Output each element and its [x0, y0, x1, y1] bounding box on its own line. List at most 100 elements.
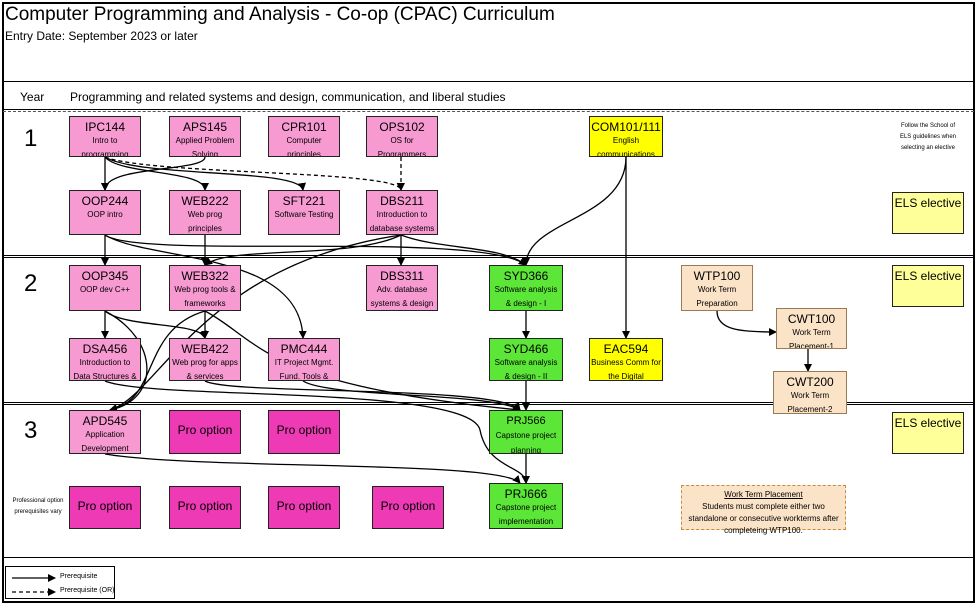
course-pmc444[interactable]: PMC444 IT Project Mgmt. Fund. Tools & Te… — [268, 338, 340, 381]
pro-option-y3-5[interactable]: Pro option — [268, 486, 340, 529]
course-code: WTP100 — [693, 269, 741, 283]
course-sft221[interactable]: SFT221 Software Testing — [268, 190, 340, 235]
ipc144-to-dbs211-or — [104, 156, 405, 191]
dsa456-to-prj666 — [104, 380, 530, 484]
web322-to-prj566 — [204, 310, 521, 414]
course-desc: Intro to programming — [81, 136, 129, 157]
course-desc: Software Testing — [274, 210, 334, 219]
course-code: CWT100 — [787, 312, 836, 326]
pro-option-label: Pro option — [77, 499, 133, 513]
pro-option-label: Pro option — [276, 499, 332, 513]
course-desc: Introduction to Data Structures & Algori… — [73, 358, 137, 381]
year-column-header: Year — [20, 90, 45, 104]
course-web422[interactable]: WEB422 Web prog for apps & services — [169, 338, 241, 381]
apd545-to-prj666 — [104, 453, 521, 484]
course-desc: IT Project Mgmt. Fund. Tools & Technique… — [274, 358, 334, 381]
year-label-2: 2 — [24, 270, 38, 297]
course-desc: Application Development — [81, 430, 129, 453]
course-code: PRJ566 Capstone project planning — [490, 414, 562, 453]
course-wtp100[interactable]: WTP100 Work Term Preparation — [681, 265, 753, 311]
course-desc: Computer principles — [286, 136, 322, 157]
pro-option-y3-4[interactable]: Pro option — [169, 486, 241, 529]
pro-option-label: Pro option — [177, 423, 233, 437]
pmc444-to-prj566 — [302, 380, 521, 411]
course-prj666[interactable]: PRJ666 Capstone project implementation — [489, 483, 563, 529]
course-desc: English communications — [597, 136, 655, 157]
dbs211-to-syd366 — [400, 234, 527, 266]
course-desc: Web prog principles — [187, 210, 223, 233]
course-code: OOP345 — [81, 269, 129, 283]
course-code: COM101/111 — [591, 120, 661, 134]
course-desc: Work Term Placement-1 — [789, 328, 834, 349]
web322-to-apd545 — [109, 310, 206, 413]
els-label: ELS elective — [894, 196, 962, 210]
course-prj566[interactable]: PRJ566 Capstone project planning — [489, 410, 563, 454]
course-dbs211[interactable]: DBS211 Introduction to database systems — [366, 190, 438, 235]
course-aps145[interactable]: APS145 Applied Problem Solving — [169, 116, 241, 157]
course-code: SYD366 — [503, 269, 549, 283]
year1-top-divider — [3, 111, 974, 112]
course-dsa456[interactable]: DSA456 Introduction to Data Structures &… — [69, 338, 141, 381]
course-desc: Work Term Placement-2 — [787, 391, 833, 414]
course-cwt100[interactable]: CWT100 Work Term Placement-1 — [776, 308, 847, 349]
els-elective-year2[interactable]: ELS elective — [892, 265, 964, 307]
course-code: DBS311 — [380, 269, 424, 283]
dbs211-to-apd545 — [109, 234, 402, 412]
pro-option-y3-6[interactable]: Pro option — [372, 486, 444, 529]
course-code: DBS211 — [380, 194, 424, 208]
course-desc: Introduction to database systems — [369, 210, 435, 233]
els-guideline-note: Follow the School of ELS guidelines when… — [899, 123, 957, 151]
work-term-note-title: Work Term Placement — [724, 490, 803, 499]
pro-option-y3-3[interactable]: Pro option — [69, 486, 141, 529]
header-divider-top — [3, 81, 974, 82]
pro-option-label: Pro option — [380, 499, 436, 513]
oop244-to-syd366 — [104, 234, 527, 266]
pro-option-y3-2[interactable]: Pro option — [268, 410, 340, 454]
professional-option-note: Professional option prerequisites vary — [12, 498, 64, 515]
course-web222[interactable]: WEB222 Web prog principles — [169, 190, 241, 235]
header-divider-bottom — [3, 109, 974, 110]
legend-prerequisite-or: Prerequisite (OR) — [60, 587, 115, 594]
course-desc: Software analysis & design - I — [494, 285, 558, 308]
course-oop244[interactable]: OOP244 OOP intro — [69, 190, 141, 235]
course-cwt200[interactable]: CWT200 Work Term Placement-2 — [773, 371, 847, 414]
course-eac594[interactable]: EAC594 Business Comm for the Digital Wor… — [589, 338, 663, 381]
programming-column-header: Programming and related systems and desi… — [70, 90, 506, 104]
course-code: APS145 — [182, 120, 228, 134]
aps145-to-oop244 — [101, 156, 206, 191]
course-desc: Software analysis & design - II — [494, 358, 558, 381]
year-label-1: 1 — [24, 125, 38, 152]
course-syd366[interactable]: SYD366 Software analysis & design - I — [489, 265, 563, 311]
course-desc: Work Term Preparation — [696, 285, 738, 308]
work-term-placement-note: Work Term Placement Students must comple… — [681, 485, 846, 535]
course-code: CWT200 — [786, 375, 834, 389]
els-elective-year1[interactable]: ELS elective — [892, 192, 964, 234]
course-code: WEB422 — [181, 342, 229, 356]
course-desc: Applied Problem Solving — [175, 136, 235, 157]
course-code: PRJ666 — [504, 487, 548, 501]
course-desc: Business Comm for the Digital Workplace — [591, 358, 661, 381]
web422-to-prj566 — [204, 380, 521, 411]
course-oop345[interactable]: OOP345 OOP dev C++ — [69, 265, 141, 311]
course-desc: OOP intro — [87, 210, 123, 219]
course-code: OOP244 — [81, 194, 129, 208]
course-ops102[interactable]: OPS102 OS for Programmers — [366, 116, 438, 157]
course-dbs311[interactable]: DBS311 Adv. database systems & design — [366, 265, 438, 311]
course-apd545[interactable]: APD545 Application Development — [69, 410, 141, 454]
course-cpr101[interactable]: CPR101 Computer principles — [268, 116, 340, 157]
com101-to-syd366 — [522, 156, 627, 266]
pro-option-y3-1[interactable]: Pro option — [169, 410, 241, 454]
oop244-to-pmc444 — [104, 234, 307, 339]
legend — [5, 566, 115, 599]
course-com101[interactable]: COM101/111 English communications — [589, 116, 663, 157]
els-label: ELS elective — [894, 416, 962, 430]
course-syd466[interactable]: SYD466 Software analysis & design - II — [489, 338, 563, 381]
year-label-3: 3 — [24, 417, 38, 444]
els-elective-year3[interactable]: ELS elective — [892, 412, 964, 454]
year1-year2-divider — [3, 255, 974, 256]
course-desc: OOP dev C++ — [79, 285, 131, 294]
course-code: IPC144 — [84, 120, 126, 134]
course-ipc144[interactable]: IPC144 Intro to programming — [69, 116, 141, 157]
course-web322[interactable]: WEB322 Web prog tools & frameworks — [169, 265, 241, 311]
course-code-text: PRJ566 — [506, 415, 546, 427]
